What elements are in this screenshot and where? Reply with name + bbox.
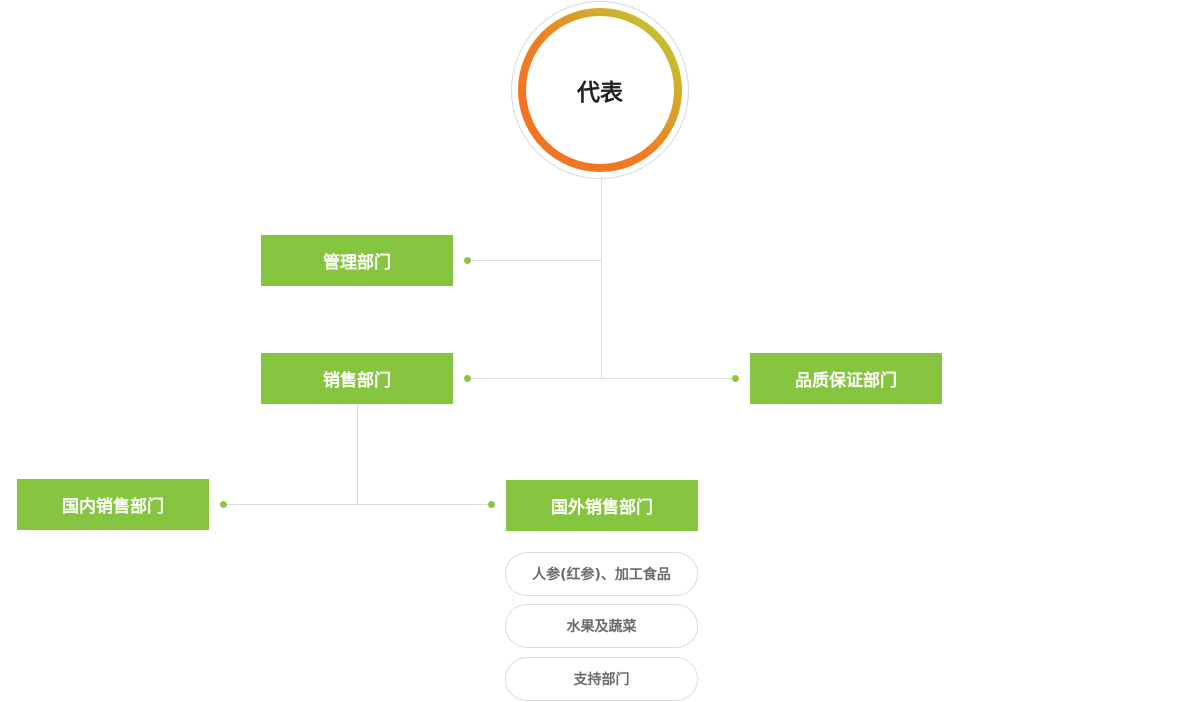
domestic-connector-dot <box>220 501 227 508</box>
sales-connector-dot <box>464 375 471 382</box>
sales-branch-line <box>357 404 358 504</box>
support-dept-unit: 支持部门 <box>505 657 698 701</box>
domestic-sales-dept-box: 国内销售部门 <box>17 479 209 530</box>
overseas-connector-dot <box>488 501 495 508</box>
trunk-line <box>601 179 602 379</box>
sales-subdepts-connector <box>223 504 491 505</box>
ceo-node-ring <box>511 1 689 179</box>
fruits-vegetables-unit: 水果及蔬菜 <box>505 604 698 648</box>
ginseng-processed-food-unit: 人参(红参)、加工食品 <box>505 552 698 596</box>
management-dept-box: 管理部门 <box>261 235 453 286</box>
sales-quality-connector <box>467 378 735 379</box>
management-connector <box>467 260 601 261</box>
sales-dept-box: 销售部门 <box>261 353 453 404</box>
quality-connector-dot <box>732 375 739 382</box>
management-connector-dot <box>464 257 471 264</box>
overseas-sales-dept-box: 国外销售部门 <box>506 480 698 531</box>
ceo-node-label: 代表 <box>577 80 623 106</box>
quality-assurance-dept-box: 品质保证部门 <box>750 353 942 404</box>
